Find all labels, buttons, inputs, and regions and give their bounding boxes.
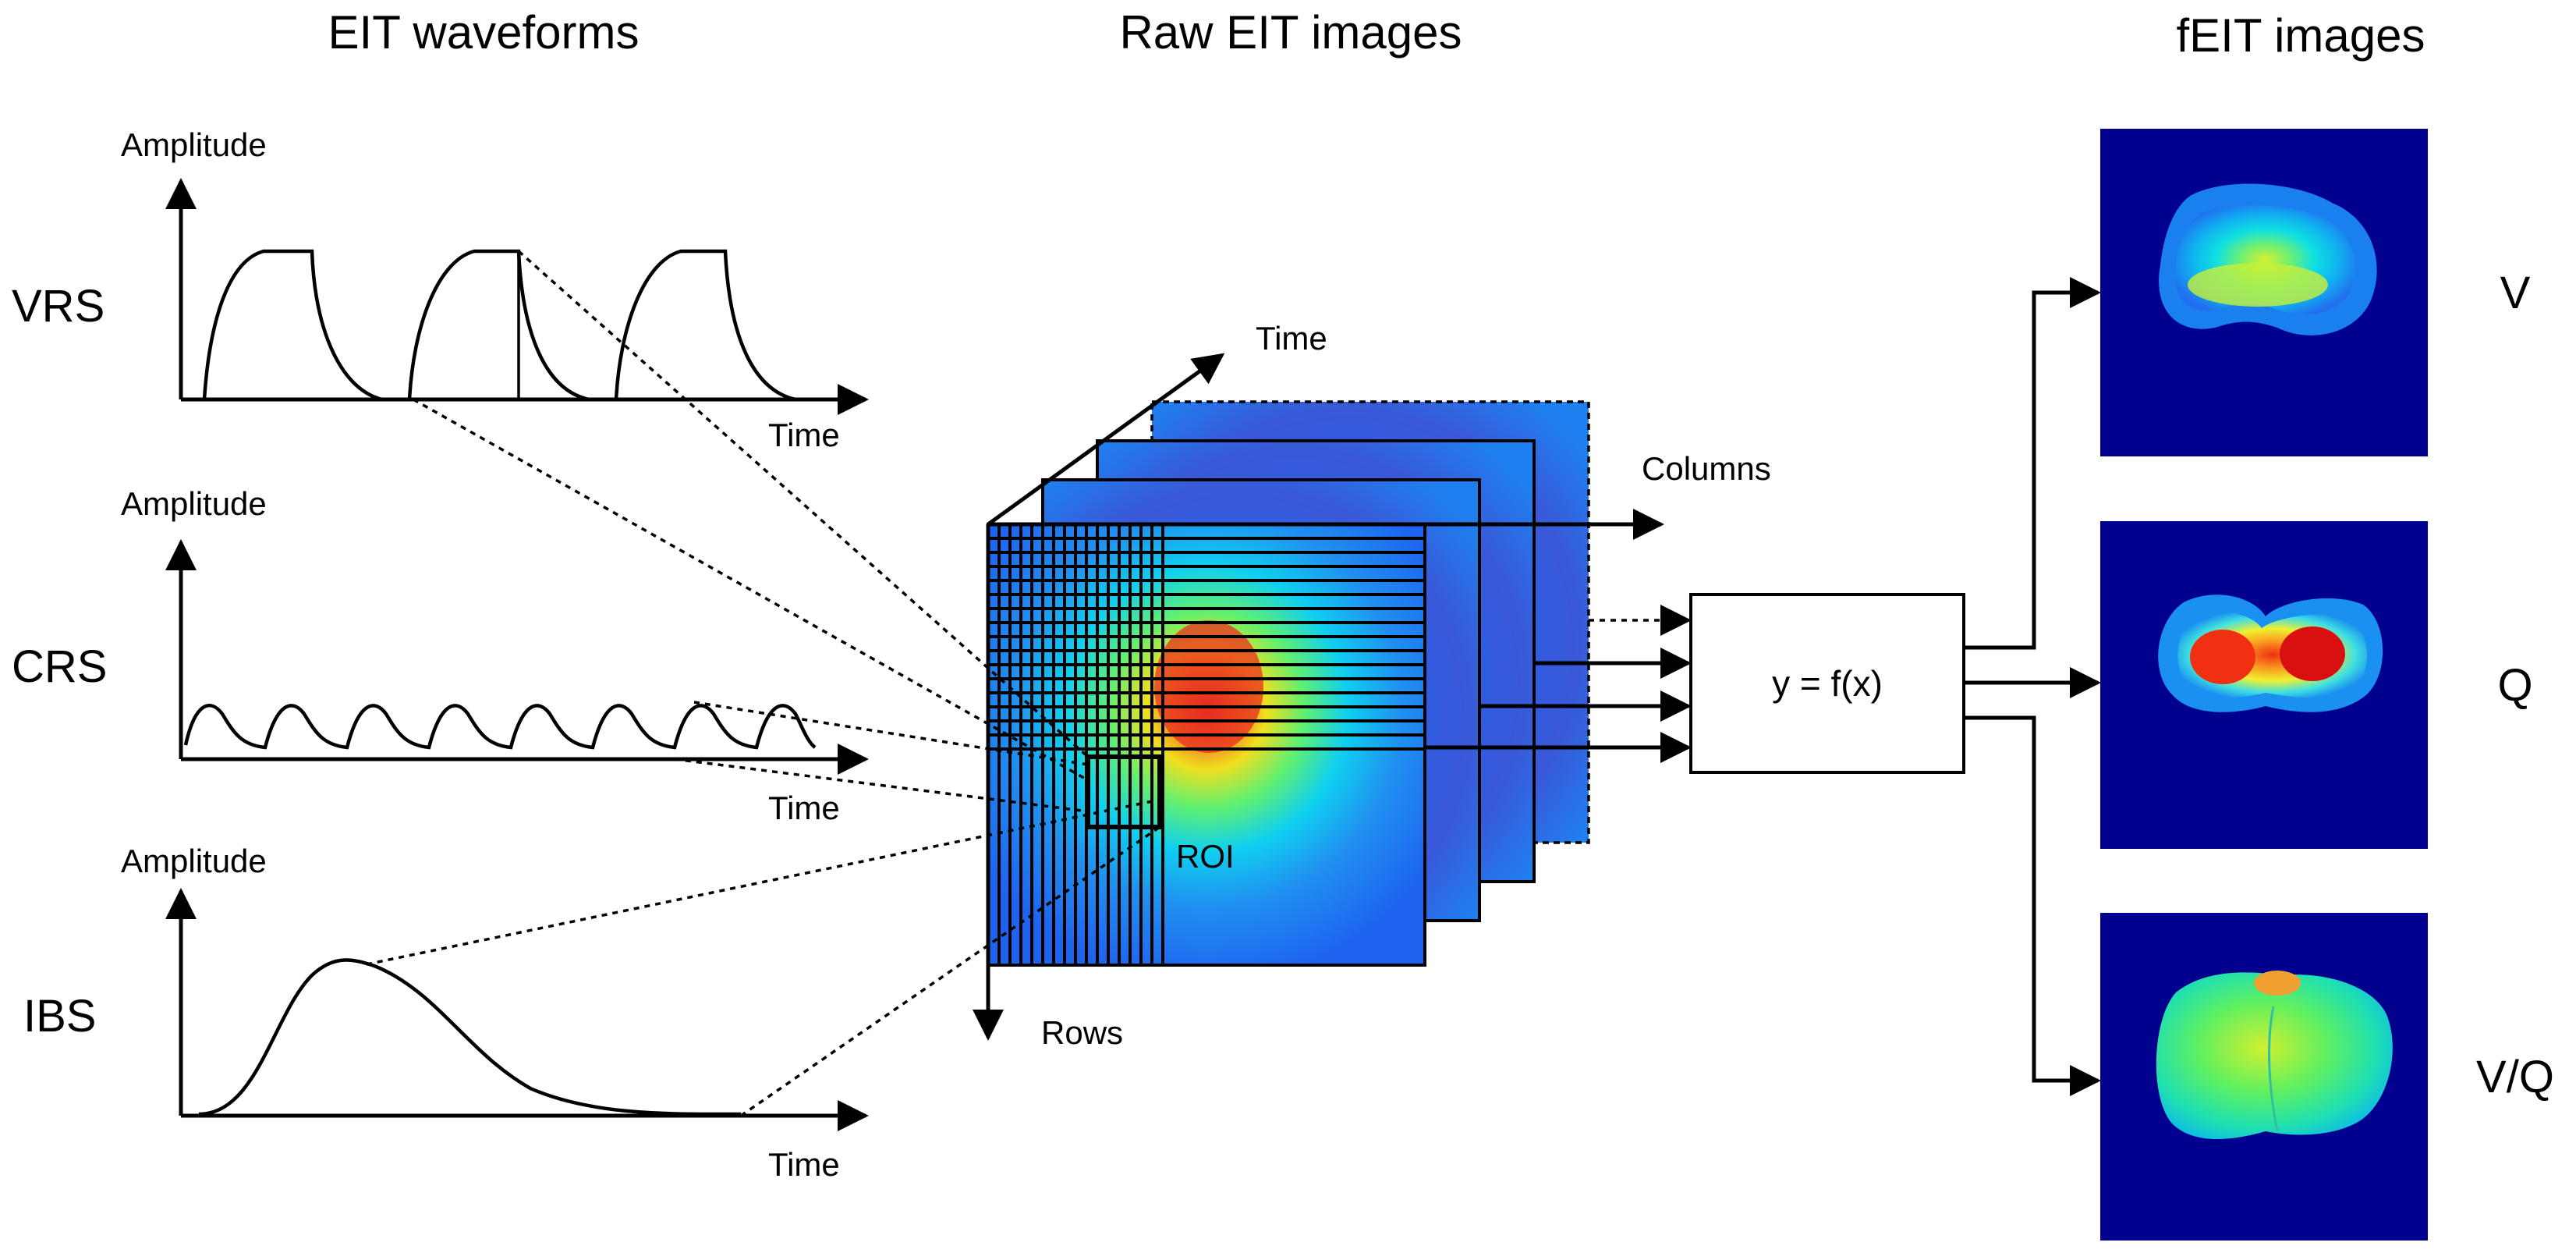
ibs-time-label: Time bbox=[768, 1146, 840, 1183]
feit-vq-image bbox=[2100, 913, 2428, 1241]
feit-vq-divider bbox=[2268, 1006, 2279, 1132]
arrow-to-v bbox=[1964, 277, 2101, 650]
vrs-connector-bottom bbox=[413, 398, 1089, 782]
feit-v-core bbox=[2188, 263, 2328, 307]
ibs-connector-top bbox=[366, 798, 1160, 966]
crs-connector-bottom bbox=[674, 758, 1089, 813]
ibs-amplitude-label: Amplitude bbox=[121, 843, 267, 879]
crs-signal-label: CRS bbox=[12, 641, 107, 692]
raw-hotspot bbox=[1154, 620, 1263, 753]
arrow-to-vq bbox=[1964, 715, 2101, 1096]
function-to-output-arrows bbox=[1964, 277, 2101, 1096]
crs-amplitude-label: Amplitude bbox=[121, 485, 267, 522]
time-axis-arrow bbox=[987, 353, 1225, 527]
feit-vq-top-spot bbox=[2254, 971, 2301, 996]
crs-waveform bbox=[183, 704, 817, 750]
crs-panel: Amplitude Time CRS bbox=[12, 485, 869, 826]
vrs-panel: Amplitude Time VRS bbox=[12, 126, 869, 453]
vrs-signal-label: VRS bbox=[12, 281, 105, 332]
crs-time-label: Time bbox=[768, 790, 840, 826]
ibs-connector-bottom bbox=[740, 825, 1160, 1117]
feit-vq-lung bbox=[2156, 972, 2393, 1139]
vrs-waveform bbox=[181, 249, 796, 402]
feit-vq-label: V/Q bbox=[2476, 1052, 2554, 1102]
crs-connector-top bbox=[693, 701, 1089, 766]
vrs-connector-top bbox=[517, 250, 1090, 758]
header-raw-eit-images: Raw EIT images bbox=[1119, 6, 1462, 59]
function-box: y = f(x) bbox=[1689, 593, 1965, 774]
function-box-frame bbox=[1689, 593, 1965, 774]
vrs-amplitude-label: Amplitude bbox=[121, 126, 267, 163]
ibs-panel: Amplitude Time IBS bbox=[23, 843, 869, 1183]
header-feit-images: fEIT images bbox=[2176, 9, 2425, 62]
feit-q-label: Q bbox=[2497, 660, 2532, 711]
feit-v-image bbox=[2100, 129, 2428, 456]
feit-q-image bbox=[2100, 521, 2428, 849]
columns-axis-label: Columns bbox=[1642, 450, 1771, 487]
time-axis-label: Time bbox=[1256, 320, 1327, 357]
roi-label: ROI bbox=[1176, 838, 1235, 875]
feit-v-label: V bbox=[2500, 268, 2531, 318]
feit-q-hotspot-left bbox=[2190, 630, 2255, 684]
rows-axis-label: Rows bbox=[1041, 1014, 1123, 1051]
waveform-to-roi-connectors bbox=[366, 250, 1160, 1117]
function-box-label: y = f(x) bbox=[1772, 663, 1883, 704]
roi-box bbox=[1086, 754, 1162, 829]
raw-eit-stack: ROI Time Columns Rows bbox=[973, 320, 1771, 1051]
stack-to-function-arrows bbox=[1425, 605, 1692, 763]
feit-q-hotspot-right bbox=[2280, 626, 2345, 681]
ibs-waveform bbox=[198, 958, 742, 1116]
vrs-time-label: Time bbox=[768, 417, 840, 453]
header-eit-waveforms: EIT waveforms bbox=[328, 6, 640, 59]
ibs-signal-label: IBS bbox=[23, 991, 97, 1042]
